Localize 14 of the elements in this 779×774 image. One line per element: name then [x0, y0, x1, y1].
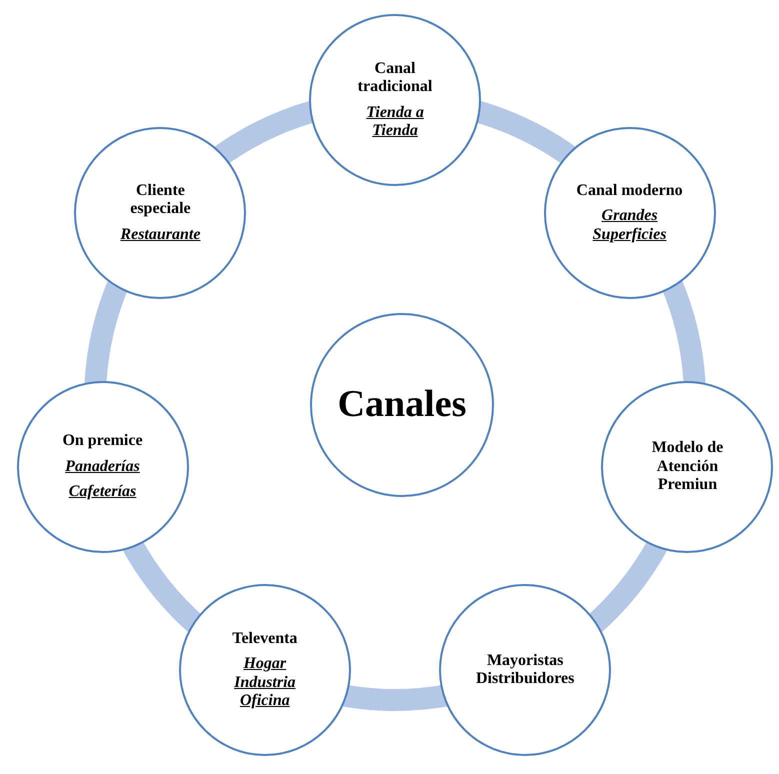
channel-example: Panaderías — [65, 458, 140, 476]
hub-title: Canales — [338, 383, 466, 427]
channel-name: Televenta — [232, 630, 298, 648]
channel-name: Cliente especiale — [129, 182, 192, 219]
channel-example: Restaurante — [120, 226, 200, 244]
channel-name: On premice — [62, 432, 143, 451]
channel-name: Mayoristas Distribuidores — [474, 652, 576, 689]
channel-example: Grandes Superficies — [592, 207, 668, 244]
channel-name: Canal tradicional — [356, 60, 434, 96]
channel-name: Modelo de Atención Premiun — [650, 439, 724, 494]
channel-example: Hogar Industria Oficina — [233, 655, 297, 711]
channel-example: Tienda a Tienda — [365, 104, 425, 140]
channel-example: Cafeterías — [68, 482, 136, 502]
channel-name: Canal moderno — [576, 182, 683, 200]
